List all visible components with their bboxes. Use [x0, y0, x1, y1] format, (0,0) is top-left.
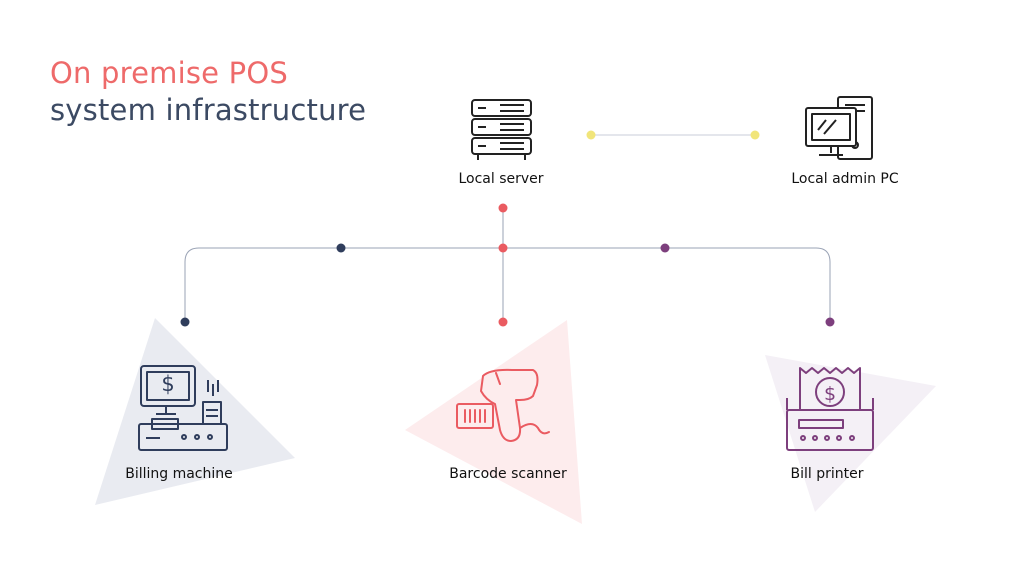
server-dot — [498, 203, 508, 213]
bill-printer-icon — [786, 367, 874, 451]
billing-machine-label: Billing machine — [125, 466, 233, 482]
bus-dot-right — [660, 243, 670, 253]
horizontal-bus-line — [184, 247, 831, 322]
admin-link-dot-right — [750, 130, 760, 140]
admin-link-dot-left — [586, 130, 596, 140]
scanner-dot — [498, 317, 508, 327]
local-admin-pc-label: Local admin PC — [791, 171, 899, 187]
billing-machine-icon — [138, 365, 228, 451]
hub-dot — [498, 243, 508, 253]
connector-dots — [180, 130, 835, 327]
billing-bg-triangle — [95, 318, 295, 505]
printer-dot — [825, 317, 835, 327]
billing-dot — [180, 317, 190, 327]
bill-printer-label: Bill printer — [790, 466, 864, 482]
title-line-2: system infrastructure — [50, 93, 367, 127]
printer-dollar-icon: $ — [824, 383, 836, 405]
bus-dot-left — [336, 243, 346, 253]
barcode-scanner-label: Barcode scanner — [449, 466, 567, 482]
title-line-1: On premise POS — [50, 56, 288, 90]
local-server-label: Local server — [458, 171, 544, 187]
barcode-scanner-icon — [456, 368, 550, 442]
desktop-pc-icon — [805, 96, 873, 160]
connector-lines — [184, 208, 831, 322]
billing-dollar-icon: $ — [161, 372, 174, 396]
printer-bg-triangle — [765, 355, 936, 512]
server-icon — [471, 99, 532, 160]
